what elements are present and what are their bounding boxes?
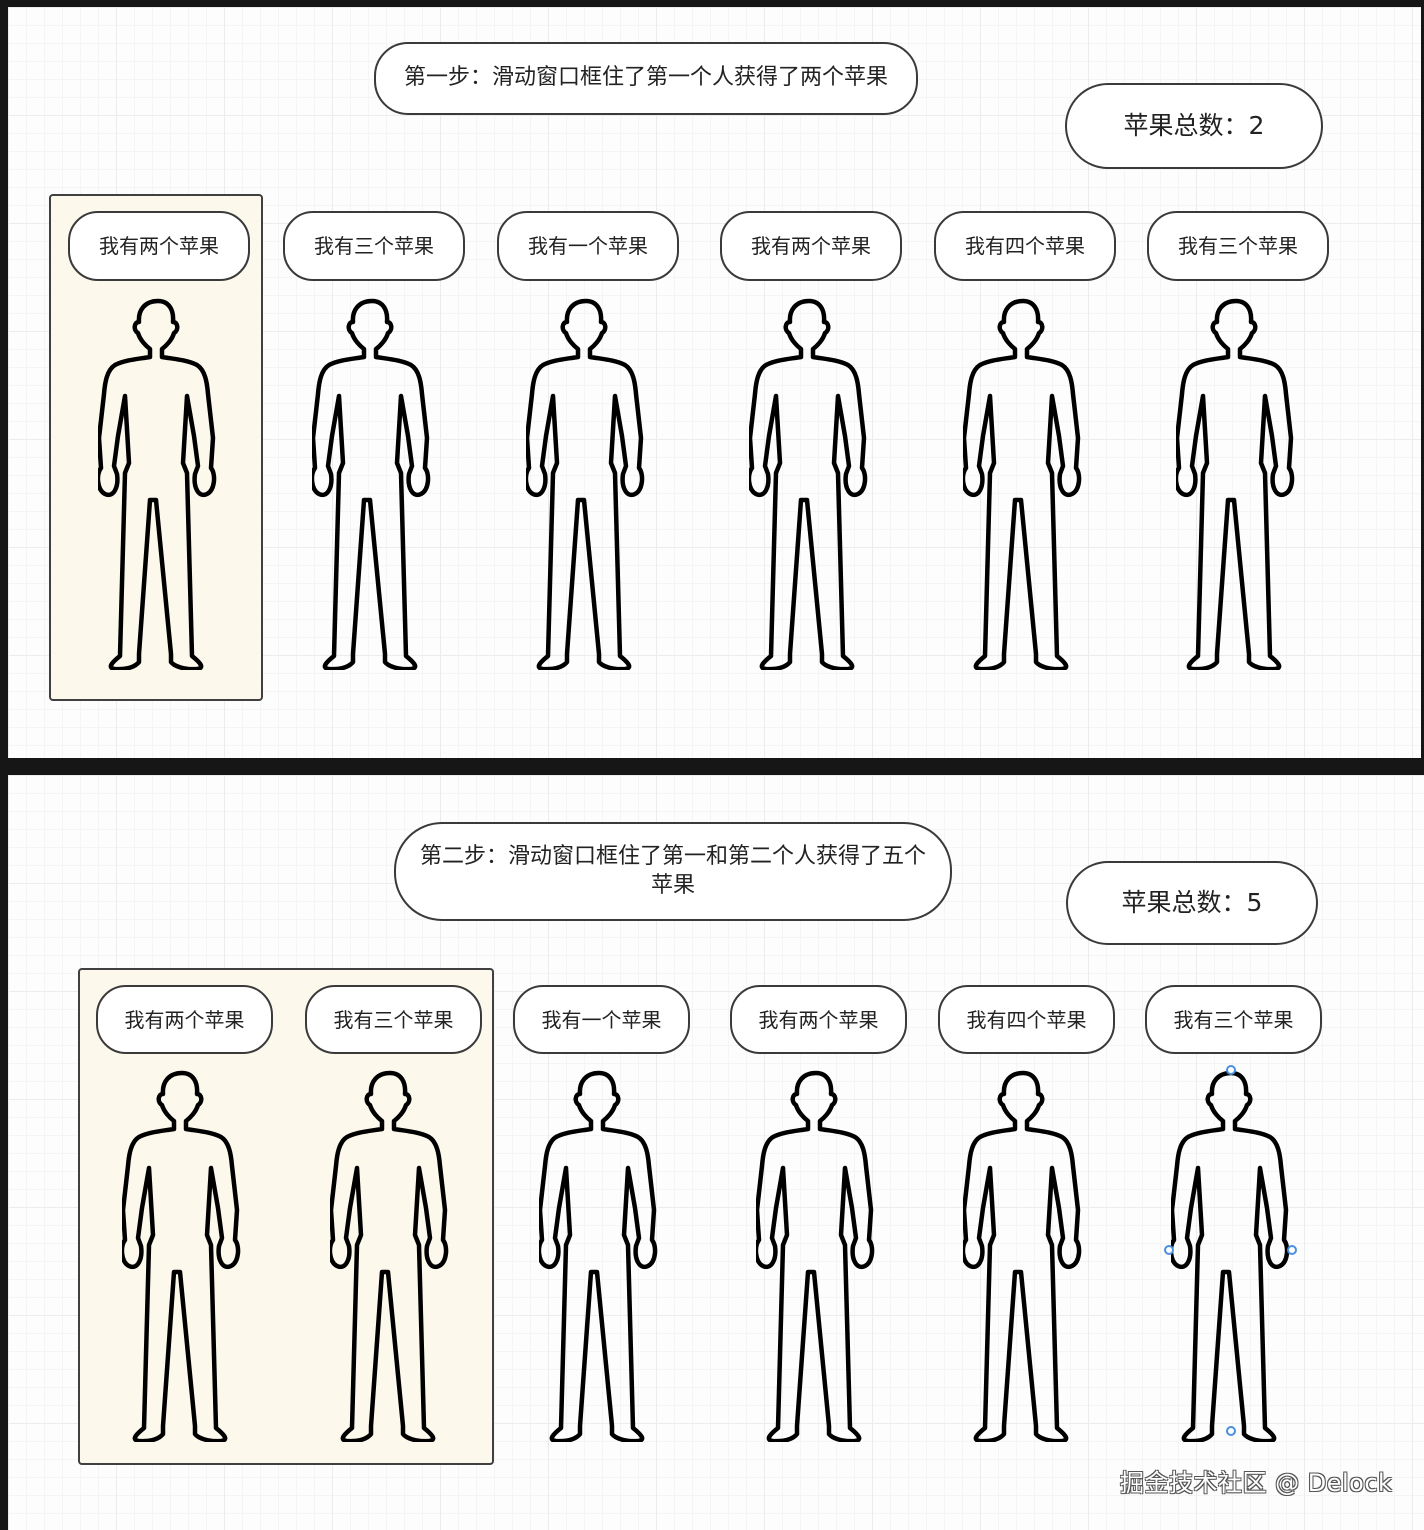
- person-5-label[interactable]: 我有四个苹果: [938, 985, 1115, 1054]
- person-1-label[interactable]: 我有两个苹果: [68, 211, 250, 281]
- person-4-label[interactable]: 我有两个苹果: [730, 985, 907, 1054]
- step2-title[interactable]: 第二步：滑动窗口框住了第一和第二个人获得了五个苹果: [394, 822, 952, 921]
- person-4-label[interactable]: 我有两个苹果: [720, 211, 902, 281]
- step1-title[interactable]: 第一步：滑动窗口框住了第一个人获得了两个苹果: [374, 42, 918, 115]
- selection-handle-top[interactable]: [1226, 1065, 1236, 1075]
- person-icon-selected[interactable]: [1171, 1070, 1291, 1442]
- selection-handle-bottom[interactable]: [1226, 1426, 1236, 1436]
- selection-handle-right[interactable]: [1287, 1245, 1297, 1255]
- person-icon[interactable]: [526, 298, 646, 670]
- person-2-label[interactable]: 我有三个苹果: [283, 211, 465, 281]
- person-6-label[interactable]: 我有三个苹果: [1147, 211, 1329, 281]
- person-2-label[interactable]: 我有三个苹果: [305, 985, 482, 1054]
- person-icon[interactable]: [98, 298, 218, 670]
- person-icon[interactable]: [963, 298, 1083, 670]
- person-icon[interactable]: [330, 1070, 450, 1442]
- person-5-label[interactable]: 我有四个苹果: [934, 211, 1116, 281]
- step2-panel: 第二步：滑动窗口框住了第一和第二个人获得了五个苹果 苹果总数：5 我有两个苹果 …: [8, 775, 1424, 1530]
- step1-panel: 第一步：滑动窗口框住了第一个人获得了两个苹果 苹果总数：2 我有两个苹果 我有三…: [8, 7, 1421, 758]
- person-icon[interactable]: [122, 1070, 242, 1442]
- step2-apple-total[interactable]: 苹果总数：5: [1066, 861, 1318, 945]
- person-3-label[interactable]: 我有一个苹果: [497, 211, 679, 281]
- person-icon[interactable]: [1176, 298, 1296, 670]
- person-icon[interactable]: [749, 298, 869, 670]
- person-1-label[interactable]: 我有两个苹果: [96, 985, 273, 1054]
- person-icon[interactable]: [312, 298, 432, 670]
- selection-handle-left[interactable]: [1164, 1245, 1174, 1255]
- person-6-label[interactable]: 我有三个苹果: [1145, 985, 1322, 1054]
- person-icon[interactable]: [756, 1070, 876, 1442]
- person-3-label[interactable]: 我有一个苹果: [513, 985, 690, 1054]
- person-icon[interactable]: [963, 1070, 1083, 1442]
- person-icon[interactable]: [539, 1070, 659, 1442]
- watermark: 掘金技术社区 @ Delock: [1120, 1469, 1393, 1497]
- step1-apple-total[interactable]: 苹果总数：2: [1065, 83, 1323, 169]
